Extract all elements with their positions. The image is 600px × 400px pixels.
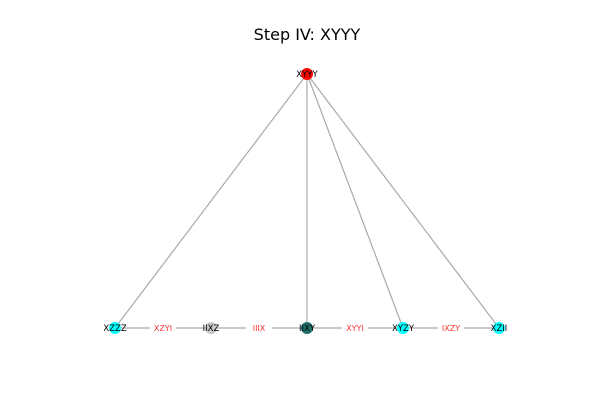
node-label: XZII [491,324,508,334]
node-xzii [493,322,505,334]
edge-label-background [438,322,464,334]
nodes-layer [109,68,505,334]
edges-layer [114,73,500,329]
figure-title: Step IV: XYYY [254,25,361,44]
node-xyzy [397,322,409,334]
node-labels-layer: XYYY XZZZ IIXZ IIXY XYZY XZII [103,70,507,334]
edge-root-n5 [306,73,500,329]
node-label: XYZY [392,324,415,334]
node-label: IIXY [299,324,316,334]
node-iixz [205,322,217,334]
edge-root-n4 [306,73,404,329]
node-xyyy [301,68,313,80]
edge-label: IXZY [442,324,460,333]
node-label: IIXZ [203,324,220,334]
edge-label-background [150,322,176,334]
node-label: XZZZ [103,324,126,334]
node-label: XYYY [296,70,318,80]
node-iixy [301,322,313,334]
edge-label-background [246,322,272,334]
node-xzzz [109,322,121,334]
edge-labels-layer: XZYI IIIX XYYI IXZY [150,322,464,334]
edge-label: XZYI [154,324,172,333]
edge-label-background [342,322,368,334]
edge-root-n1 [114,73,308,329]
edge-label: IIIX [253,324,266,333]
edge-label: XYYI [346,324,364,333]
